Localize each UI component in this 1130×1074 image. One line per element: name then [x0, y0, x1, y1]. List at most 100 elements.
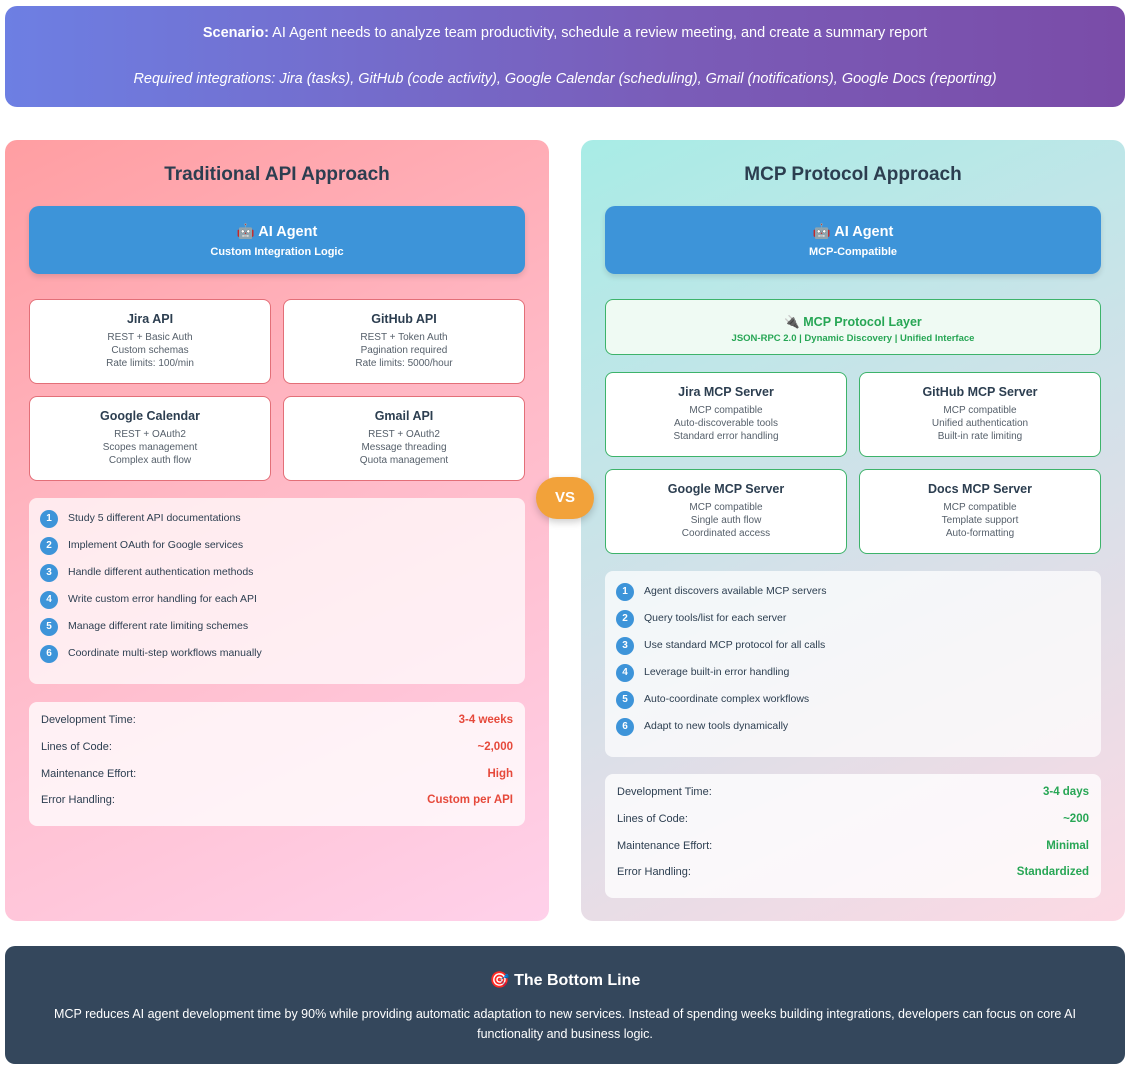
layer-title: MCP Protocol Layer — [803, 315, 922, 329]
step-text: Leverage built-in error handling — [644, 666, 790, 678]
step-text: Study 5 different API documentations — [68, 512, 241, 524]
robot-icon: 🤖 — [236, 224, 255, 240]
server-name: Google MCP Server — [667, 482, 785, 496]
server-detail: MCP compatible — [689, 502, 763, 513]
server-detail: Template support — [941, 515, 1019, 526]
metric-label: Maintenance Effort: — [41, 768, 137, 780]
server-detail: Standard error handling — [673, 431, 779, 442]
metric-value: Minimal — [1046, 840, 1089, 852]
metric-label: Lines of Code: — [617, 813, 688, 825]
scenario-banner: Scenario: AI Agent needs to analyze team… — [5, 6, 1125, 107]
agent-subtitle: MCP-Compatible — [809, 246, 897, 258]
api-detail: REST + Basic Auth — [107, 332, 193, 343]
api-detail: Scopes management — [102, 442, 198, 453]
server-detail: MCP compatible — [943, 502, 1017, 513]
server-card-github: GitHub MCP Server MCP compatible Unified… — [859, 372, 1101, 457]
robot-icon: 🤖 — [812, 224, 831, 240]
api-name: Google Calendar — [99, 409, 201, 423]
metric-row: Lines of Code: ~200 — [617, 813, 1089, 829]
server-detail: MCP compatible — [689, 405, 763, 416]
bottom-title: The Bottom Line — [514, 972, 641, 989]
server-card-jira: Jira MCP Server MCP compatible Auto-disc… — [605, 372, 847, 457]
metric-value: Standardized — [1016, 866, 1089, 878]
metric-value: 3-4 weeks — [458, 714, 513, 726]
step-number: 4 — [616, 664, 634, 682]
metric-label: Development Time: — [41, 714, 136, 726]
panel-title: MCP Protocol Approach — [744, 164, 962, 185]
server-detail: Coordinated access — [681, 528, 771, 539]
api-detail: REST + OAuth2 — [368, 429, 440, 440]
step-number: 5 — [616, 691, 634, 709]
scenario-text: Scenario: AI Agent needs to analyze team… — [202, 25, 928, 41]
ai-agent-box: 🤖 AI Agent MCP-Compatible — [605, 206, 1101, 274]
api-name: Gmail API — [374, 409, 434, 423]
api-card-google-calendar: Google Calendar REST + OAuth2 Scopes man… — [29, 396, 271, 481]
step-number: 2 — [616, 610, 634, 628]
api-name: GitHub API — [371, 312, 437, 326]
step-number: 2 — [40, 537, 58, 555]
metric-row: Error Handling: Custom per API — [41, 794, 513, 810]
server-detail: Built-in rate limiting — [937, 431, 1023, 442]
step-text: Adapt to new tools dynamically — [644, 720, 789, 732]
server-name: Docs MCP Server — [928, 482, 1032, 496]
api-detail: REST + OAuth2 — [114, 429, 186, 440]
vs-badge: VS — [536, 477, 594, 519]
metric-row: Development Time: 3-4 days — [617, 786, 1089, 802]
metric-label: Error Handling: — [41, 794, 115, 806]
metric-value: High — [487, 768, 513, 780]
api-detail: Rate limits: 100/min — [106, 358, 194, 369]
agent-name: AI Agent — [258, 224, 318, 240]
server-name: GitHub MCP Server — [922, 385, 1038, 399]
server-detail: Unified authentication — [931, 418, 1029, 429]
server-detail: Auto-discoverable tools — [674, 418, 778, 429]
metric-row: Development Time: 3-4 weeks — [41, 714, 513, 730]
mcp-protocol-layer: 🔌 MCP Protocol Layer JSON-RPC 2.0 | Dyna… — [605, 299, 1101, 355]
step-number: 5 — [40, 618, 58, 636]
metrics-box: Development Time: 3-4 days Lines of Code:… — [605, 774, 1101, 898]
step-text: Coordinate multi-step workflows manually — [68, 647, 262, 659]
agent-subtitle: Custom Integration Logic — [210, 246, 344, 258]
api-card-github: GitHub API REST + Token Auth Pagination … — [283, 299, 525, 384]
step-number: 6 — [616, 718, 634, 736]
server-card-google: Google MCP Server MCP compatible Single … — [605, 469, 847, 554]
step-number: 3 — [616, 637, 634, 655]
step-text: Use standard MCP protocol for all calls — [644, 639, 826, 651]
metric-value: 3-4 days — [1042, 786, 1089, 798]
step-text: Auto-coordinate complex workflows — [644, 693, 810, 705]
metric-value: Custom per API — [427, 794, 513, 806]
traditional-approach-panel: Traditional API Approach 🤖 AI Agent Cust… — [5, 140, 549, 921]
step-text: Query tools/list for each server — [644, 612, 787, 624]
target-icon: 🎯 — [489, 972, 510, 989]
layer-subtitle: JSON-RPC 2.0 | Dynamic Discovery | Unifi… — [731, 333, 975, 344]
api-detail: Quota management — [359, 455, 449, 466]
api-name: Jira API — [126, 312, 174, 326]
step-text: Write custom error handling for each API — [68, 593, 257, 605]
server-name: Jira MCP Server — [678, 385, 774, 399]
metrics-box: Development Time: 3-4 weeks Lines of Code… — [29, 702, 525, 826]
step-number: 1 — [616, 583, 634, 601]
api-card-jira: Jira API REST + Basic Auth Custom schema… — [29, 299, 271, 384]
api-detail: Pagination required — [360, 345, 448, 356]
step-text: Handle different authentication methods — [68, 566, 254, 578]
api-detail: Message threading — [361, 442, 447, 453]
metric-label: Lines of Code: — [41, 741, 112, 753]
metric-label: Maintenance Effort: — [617, 840, 713, 852]
metric-row: Error Handling:Standardized — [617, 866, 1089, 882]
agent-name: AI Agent — [834, 224, 894, 240]
metric-row: Maintenance Effort: Minimal — [617, 840, 1089, 856]
server-detail: Auto-formatting — [945, 528, 1015, 539]
panel-title: Traditional API Approach — [164, 164, 390, 185]
server-card-docs: Docs MCP Server MCP compatible Template … — [859, 469, 1101, 554]
api-detail: Complex auth flow — [108, 455, 192, 466]
server-detail: MCP compatible — [943, 405, 1017, 416]
metric-value: ~200 — [1063, 813, 1089, 825]
api-card-gmail: Gmail API REST + OAuth2 Message threadin… — [283, 396, 525, 481]
step-text: Manage different rate limiting schemes — [68, 620, 249, 632]
mcp-approach-panel: MCP Protocol Approach 🤖 AI Agent MCP-Com… — [581, 140, 1125, 921]
bottom-line-box: 🎯 The Bottom Line MCP reduces AI agent d… — [5, 946, 1125, 1064]
server-detail: Single auth flow — [690, 515, 762, 526]
bottom-text: MCP reduces AI agent development time by… — [54, 1007, 1076, 1041]
metric-label: Development Time: — [617, 786, 712, 798]
